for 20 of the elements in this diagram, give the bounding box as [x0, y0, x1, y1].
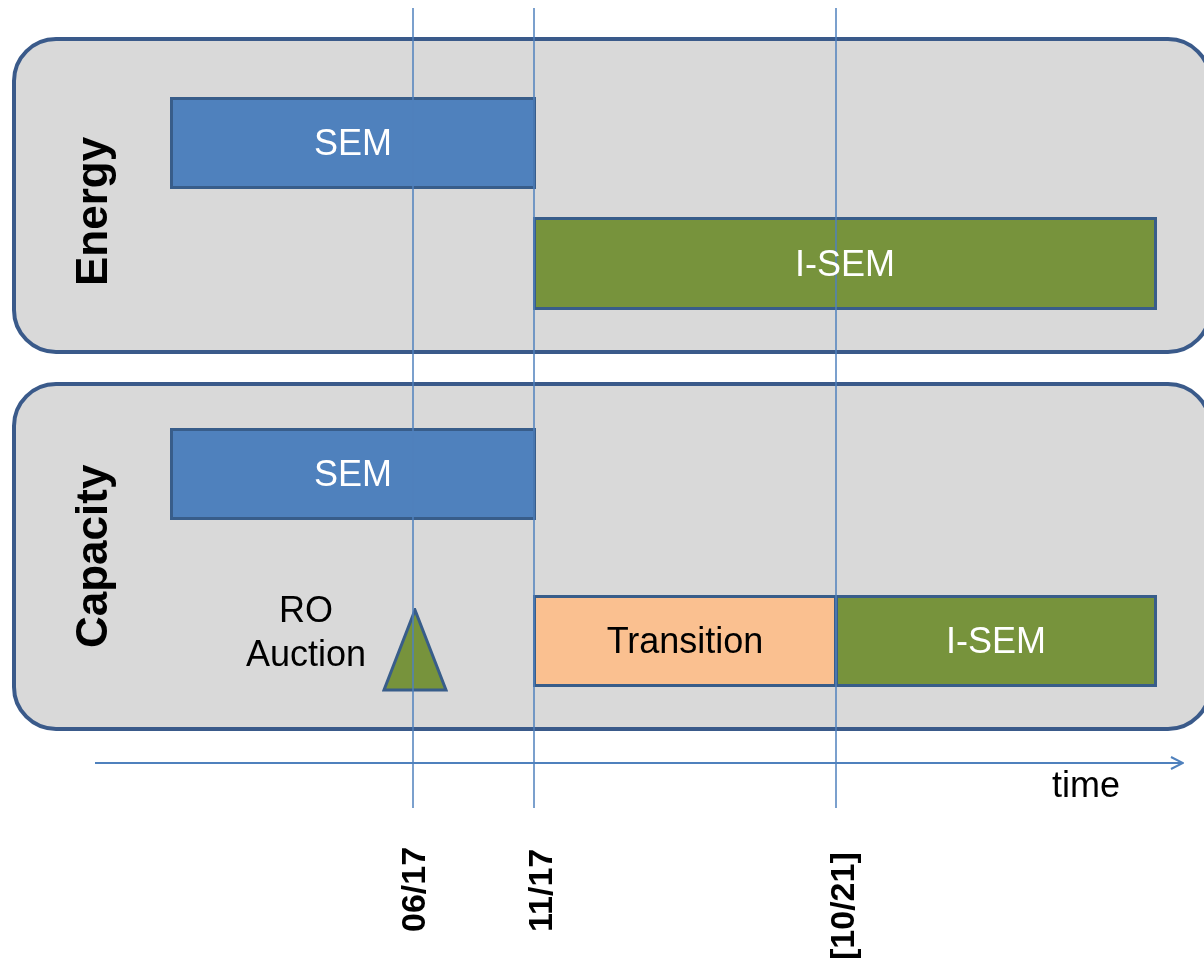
lane-heading: Capacity — [68, 463, 116, 650]
bar-label: SEM — [314, 122, 392, 164]
date-label: [10/21] — [823, 851, 861, 960]
timeline-bar — [533, 595, 837, 687]
milestone-caption: RO Auction — [244, 588, 368, 676]
bar-label: I-SEM — [946, 620, 1046, 662]
timeline-bar — [533, 217, 1157, 310]
axis-label: time — [1052, 764, 1120, 806]
date-label: 11/17 — [521, 847, 559, 932]
date-label: 06/17 — [394, 845, 432, 932]
swimlane-panel — [12, 37, 1204, 354]
timeline-bar — [170, 428, 536, 520]
bar-label: Transition — [606, 620, 764, 662]
bar-label: I-SEM — [795, 242, 895, 285]
timeline-bar — [170, 97, 536, 189]
swimlane-panel — [12, 382, 1204, 731]
timeline-bar — [835, 595, 1157, 687]
lane-heading: Energy — [68, 135, 116, 288]
milestone-triangle — [382, 608, 448, 692]
bar-label: SEM — [314, 453, 392, 495]
